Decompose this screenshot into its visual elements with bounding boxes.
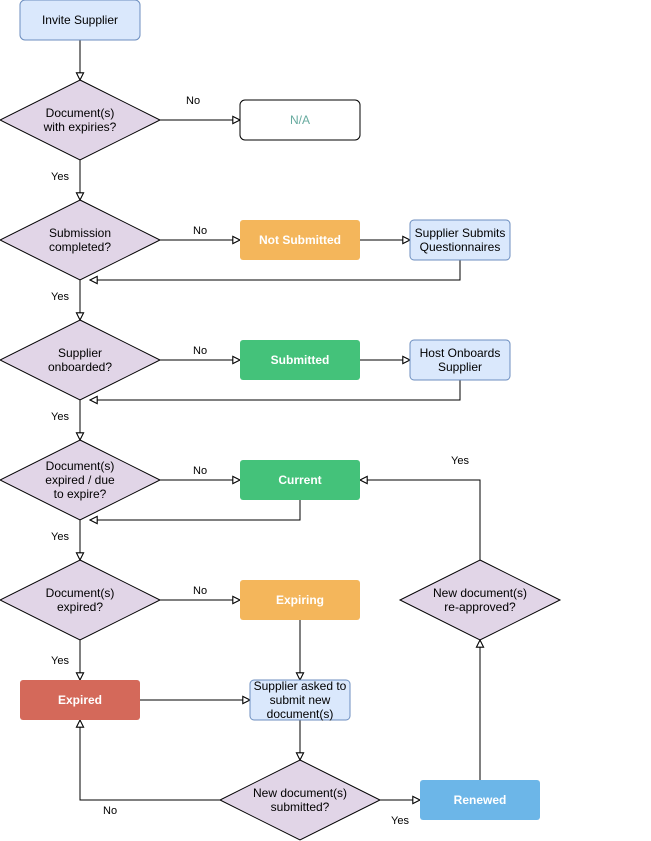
node-label-line: New document(s) <box>253 786 347 800</box>
node-label-line: document(s) <box>267 707 334 721</box>
decision-new-submitted-label: New document(s)submitted? <box>253 786 347 814</box>
edge-label-no-expiries: No <box>186 95 200 107</box>
node-label-line: Supplier <box>438 360 482 374</box>
node-label-line: Document(s) <box>46 586 115 600</box>
expiring-box <box>240 580 360 620</box>
decision-expired-label: Document(s)expired? <box>46 586 115 614</box>
host-onboards-box <box>409 339 511 381</box>
node-label-line: N/A <box>290 113 310 127</box>
edge-label-no-new-submitted: No <box>103 805 117 817</box>
edge-label-yes-reapproved: Yes <box>451 455 469 467</box>
edge-labels: No Yes No Yes No Yes No Yes Yes No Yes N… <box>51 95 469 827</box>
decision-expiries-shape <box>0 79 162 161</box>
current-box <box>240 460 360 500</box>
na-label: N/A <box>290 113 310 127</box>
supplier-asked-box <box>249 679 351 721</box>
expired-box <box>20 680 140 720</box>
expired-label: Expired <box>58 693 102 707</box>
node-label-line: Supplier <box>58 346 102 360</box>
node-label-line: Current <box>278 473 321 487</box>
decision-new-submitted-shape <box>218 759 382 841</box>
node-label-line: to expire? <box>54 487 107 501</box>
renewed-label: Renewed <box>454 793 507 807</box>
node-label-line: Supplier Submits <box>415 226 506 240</box>
node-label-line: Questionnaires <box>420 240 501 254</box>
node-label-line: expired / due <box>45 473 115 487</box>
node-label-line: with expiries? <box>43 120 117 134</box>
decision-expiries-label: Document(s)with expiries? <box>43 106 117 134</box>
node-label-line: Host Onboards <box>420 346 501 360</box>
node-label-line: expired? <box>57 600 103 614</box>
edge-label-yes-due: Yes <box>51 531 69 543</box>
current-label: Current <box>278 473 321 487</box>
decision-onboarded-shape <box>0 319 162 401</box>
node-label-line: Not Submitted <box>259 233 341 247</box>
decision-reapproved-label: New document(s)re-approved? <box>433 586 527 614</box>
edge-label-yes-submission: Yes <box>51 291 69 303</box>
edge-label-no-onboarded: No <box>193 345 207 357</box>
node-label-line: submitted? <box>271 800 330 814</box>
invite-supplier-label: Invite Supplier <box>42 13 118 27</box>
decision-expired-shape <box>0 559 162 641</box>
node-label-line: Submission <box>49 226 111 240</box>
node-label-line: submit new <box>270 693 331 707</box>
renewed-box <box>420 780 540 820</box>
decision-reapproved-shape <box>398 559 562 641</box>
not-submitted-box <box>240 220 360 260</box>
nodes: Invite Supplier Document(s)with expiries… <box>0 0 562 841</box>
not-submitted-label: Not Submitted <box>259 233 341 247</box>
node-label-line: Submitted <box>271 353 330 367</box>
edge-label-no-expired: No <box>193 585 207 597</box>
edge-label-no-due: No <box>193 465 207 477</box>
na-box <box>239 99 361 141</box>
invite-supplier-box <box>19 0 141 41</box>
node-label-line: Expiring <box>276 593 324 607</box>
node-label-line: completed? <box>49 240 111 254</box>
edge-supplier-submits-back <box>90 260 461 280</box>
edge-current-back <box>90 500 301 520</box>
node-label-line: onboarded? <box>48 360 112 374</box>
supplier-submits-box <box>409 219 511 261</box>
node-label-line: New document(s) <box>433 586 527 600</box>
node-label-line: Document(s) <box>46 459 115 473</box>
submitted-label: Submitted <box>271 353 330 367</box>
edge-label-yes-onboarded: Yes <box>51 411 69 423</box>
edge-label-yes-expiries: Yes <box>51 171 69 183</box>
node-label-line: Renewed <box>454 793 507 807</box>
edge-new-submitted-no-to-expired <box>80 720 220 801</box>
edge-label-yes-expired: Yes <box>51 655 69 667</box>
node-label-line: re-approved? <box>444 600 516 614</box>
submitted-box <box>240 340 360 380</box>
edge-label-no-submission: No <box>193 225 207 237</box>
decision-submission-shape <box>0 199 162 281</box>
edge-reapproved-yes-to-current <box>360 480 481 560</box>
edges <box>80 40 480 800</box>
node-label-line: Supplier asked to <box>254 679 347 693</box>
node-label-line: Invite Supplier <box>42 13 118 27</box>
expiring-label: Expiring <box>276 593 324 607</box>
node-label-line: Document(s) <box>46 106 115 120</box>
edge-label-yes-new-submitted: Yes <box>391 815 409 827</box>
node-label-line: Expired <box>58 693 102 707</box>
edge-host-onboards-back <box>90 380 461 400</box>
decision-due-shape <box>0 439 162 521</box>
